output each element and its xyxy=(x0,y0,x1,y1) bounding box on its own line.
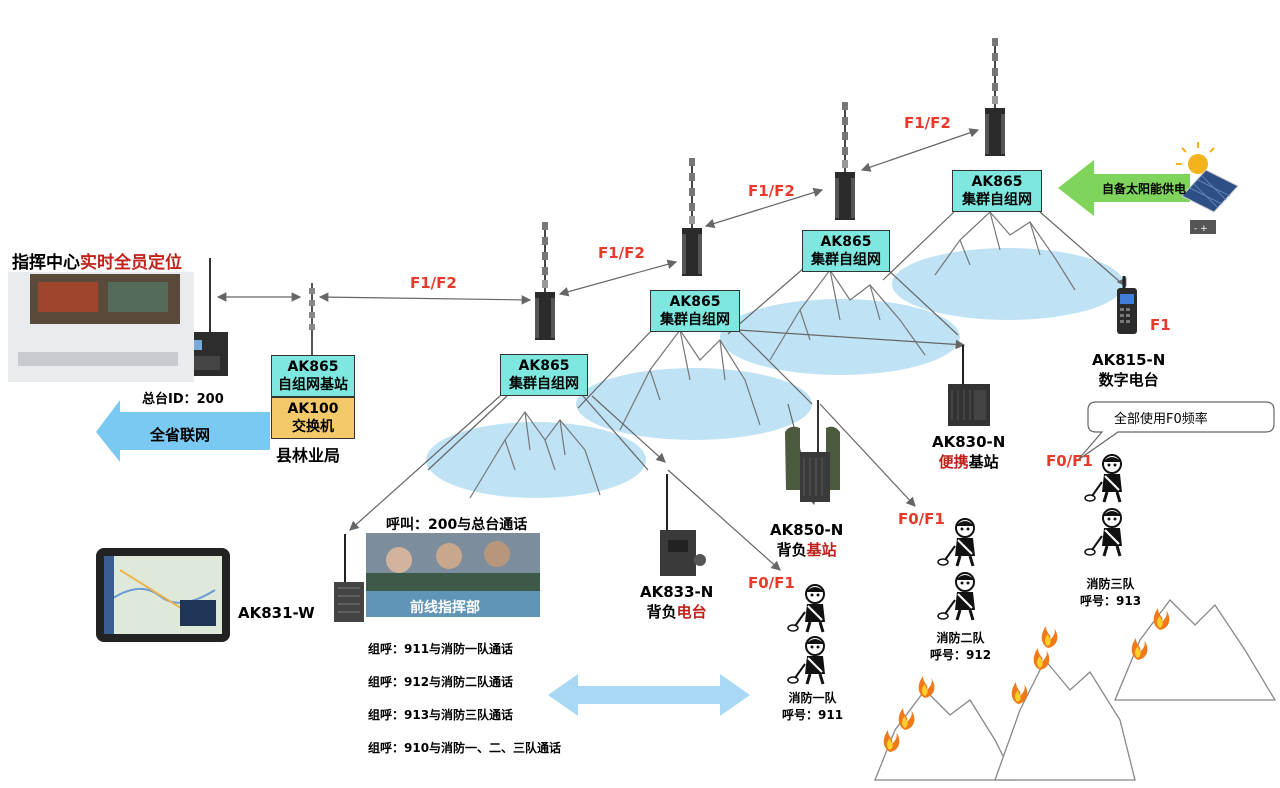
freq-label-f0f1: F0/F1 xyxy=(1046,452,1093,470)
ak833-radio-icon xyxy=(660,474,706,576)
province-network-label: 全省联网 xyxy=(150,426,211,444)
team-1-name: 消防一队 xyxy=(788,691,837,705)
ak833-model: AK833-N xyxy=(640,583,714,601)
cluster-box-1: AK865 集群自组网 xyxy=(500,354,588,396)
group-call-arrow xyxy=(548,674,750,716)
freq-label-f1: F1 xyxy=(1150,316,1171,334)
solar-power-arrow xyxy=(1058,160,1190,216)
ak833-name-prefix: 背负 xyxy=(646,603,677,621)
tower-1 xyxy=(534,221,556,341)
command-center-title-prefix: 指挥中心 xyxy=(12,253,80,273)
ak815-label: AK815-N 数字电台 xyxy=(1092,350,1165,390)
ak833-name-red: 电台 xyxy=(676,603,707,621)
tower-3 xyxy=(834,101,856,221)
frontline-photo xyxy=(366,533,540,617)
ak850-name-prefix: 背负 xyxy=(776,541,807,559)
firefighter-icon xyxy=(786,583,827,634)
team-3-label: 消防三队 呼号：913 xyxy=(1080,576,1141,610)
group-call-913: 组呼：913与消防三队通话 xyxy=(368,708,514,722)
county-name: 县林业局 xyxy=(276,446,341,465)
freq-label-f1f2: F1/F2 xyxy=(904,114,951,132)
cluster-name: 集群自组网 xyxy=(509,376,579,392)
cluster-model: AK865 xyxy=(971,174,1023,190)
tablet-map-icon xyxy=(96,548,230,642)
cluster-name: 集群自组网 xyxy=(962,192,1032,208)
frontline-call: 呼叫：200与总台通话 xyxy=(386,517,528,533)
team-2-label: 消防二队 呼号：912 xyxy=(930,630,991,664)
ak815-radio-icon xyxy=(1117,276,1137,334)
team-3-name: 消防三队 xyxy=(1086,577,1135,591)
ak815-model: AK815-N xyxy=(1092,351,1166,369)
cluster-name: 集群自组网 xyxy=(811,252,881,268)
coverage-area-4 xyxy=(892,248,1124,320)
cluster-model: AK865 xyxy=(820,234,872,250)
cluster-name: 集群自组网 xyxy=(660,312,730,328)
note-bubble-shape xyxy=(1077,401,1275,461)
county-base-model: AK865 xyxy=(287,359,339,375)
county-base-station-box: AK865 自组网基站 xyxy=(271,355,355,397)
cluster-box-2: AK865 集群自组网 xyxy=(650,290,740,332)
ak830-name-red: 便携 xyxy=(938,453,969,471)
county-switch-model: AK100 xyxy=(287,401,339,417)
ak830-base-icon xyxy=(948,345,990,426)
cluster-box-3: AK865 集群自组网 xyxy=(802,230,890,272)
solar-label: 自备太阳能供电 xyxy=(1102,182,1187,196)
command-center-title-highlight: 实时全员定位 xyxy=(80,253,182,273)
group-call-911: 组呼：911与消防一队通话 xyxy=(368,642,514,656)
ak830-model: AK830-N xyxy=(932,433,1006,451)
group-call-910: 组呼：910与消防一、二、三队通话 xyxy=(368,741,562,755)
command-center-title: 指挥中心实时全员定位 xyxy=(12,248,182,273)
ak815-name: 数字电台 xyxy=(1098,371,1159,389)
freq-label-f1f2: F1/F2 xyxy=(410,274,457,292)
burning-mountains xyxy=(874,599,1277,781)
county-antenna xyxy=(309,283,315,356)
frontline-title: 前线指挥部 xyxy=(410,600,480,616)
team-1-label: 消防一队 呼号：911 xyxy=(782,690,843,724)
team-3-call: 呼号：913 xyxy=(1080,594,1142,608)
cluster-model: AK865 xyxy=(518,358,570,374)
team-2-call: 呼号：912 xyxy=(930,648,992,662)
freq-label-f1f2: F1/F2 xyxy=(598,244,645,262)
cluster-box-4: AK865 集群自组网 xyxy=(952,170,1042,212)
svg-text:- +: - + xyxy=(1194,224,1208,234)
command-center-photo xyxy=(8,272,194,382)
county-switch-box: AK100 交换机 xyxy=(271,397,355,439)
ak830-name-rest: 基站 xyxy=(968,453,999,471)
cluster-model: AK865 xyxy=(669,294,721,310)
ak830-label: AK830-N 便携基站 xyxy=(932,432,1005,472)
console-id: 总台ID：200 xyxy=(142,392,224,407)
ak850-backpack-icon xyxy=(785,400,840,502)
group-call-912: 组呼：912与消防二队通话 xyxy=(368,675,514,689)
firefighter-icon xyxy=(786,635,827,686)
county-switch-name: 交换机 xyxy=(292,419,334,435)
team-1-call: 呼号：911 xyxy=(782,708,844,722)
province-network-arrow xyxy=(96,400,270,462)
ak850-model: AK850-N xyxy=(770,521,844,539)
note-bubble-text: 全部使用F0频率 xyxy=(1114,412,1208,427)
tower-4 xyxy=(984,37,1006,157)
freq-label-f0f1: F0/F1 xyxy=(748,574,795,592)
ak833-label: AK833-N 背负电台 xyxy=(640,582,713,622)
freq-label-f1f2: F1/F2 xyxy=(748,182,795,200)
solar-panel-icon: - + xyxy=(1176,142,1239,234)
freq-label-f0f1: F0/F1 xyxy=(898,510,945,528)
mountains xyxy=(469,211,1076,499)
ak850-name-red: 基站 xyxy=(806,541,837,559)
firefighter-icon xyxy=(1083,507,1124,558)
tower-2 xyxy=(681,157,703,277)
county-base-name: 自组网基站 xyxy=(278,377,348,393)
ak831-radio-icon xyxy=(334,534,364,622)
team-2-name: 消防二队 xyxy=(936,631,985,645)
ak831-label: AK831-W xyxy=(238,604,315,622)
firefighter-icon xyxy=(936,571,977,622)
ak850-label: AK850-N 背负基站 xyxy=(770,520,843,560)
coverage-area-2 xyxy=(576,368,812,440)
